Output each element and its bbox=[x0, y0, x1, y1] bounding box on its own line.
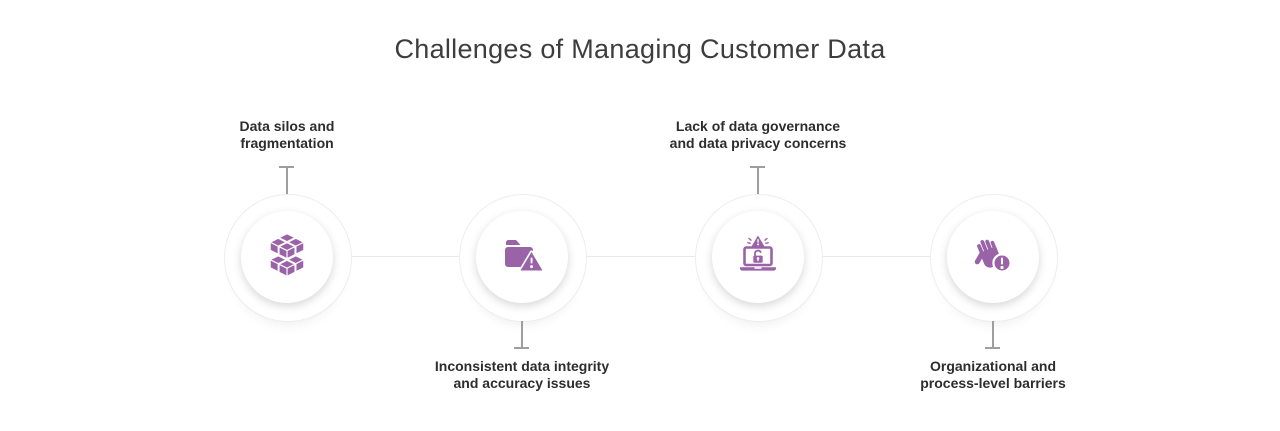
folder-warning-icon bbox=[498, 231, 546, 284]
node-label: Data silos and fragmentation bbox=[239, 118, 335, 151]
stop-hand-alert-icon bbox=[969, 231, 1017, 284]
connector-stem bbox=[992, 321, 994, 348]
connector-stem bbox=[757, 167, 759, 194]
connector-stem bbox=[286, 167, 288, 194]
node-label: Inconsistent data integrity and accuracy… bbox=[434, 358, 610, 391]
connector-cap bbox=[985, 347, 1000, 349]
data-cubes-icon bbox=[263, 231, 311, 284]
page-title: Challenges of Managing Customer Data bbox=[394, 34, 886, 64]
laptop-security-alert-icon bbox=[734, 231, 782, 284]
connector-baseline bbox=[287, 256, 993, 257]
connector-stem bbox=[521, 321, 523, 348]
node-circle bbox=[459, 194, 587, 322]
node-circle bbox=[930, 194, 1058, 322]
node-label: Lack of data governance and data privacy… bbox=[669, 118, 847, 151]
node-circle bbox=[695, 194, 823, 322]
node-circle bbox=[224, 194, 352, 322]
connector-cap bbox=[514, 347, 529, 349]
node-label: Organizational and process-level barrier… bbox=[920, 358, 1066, 391]
